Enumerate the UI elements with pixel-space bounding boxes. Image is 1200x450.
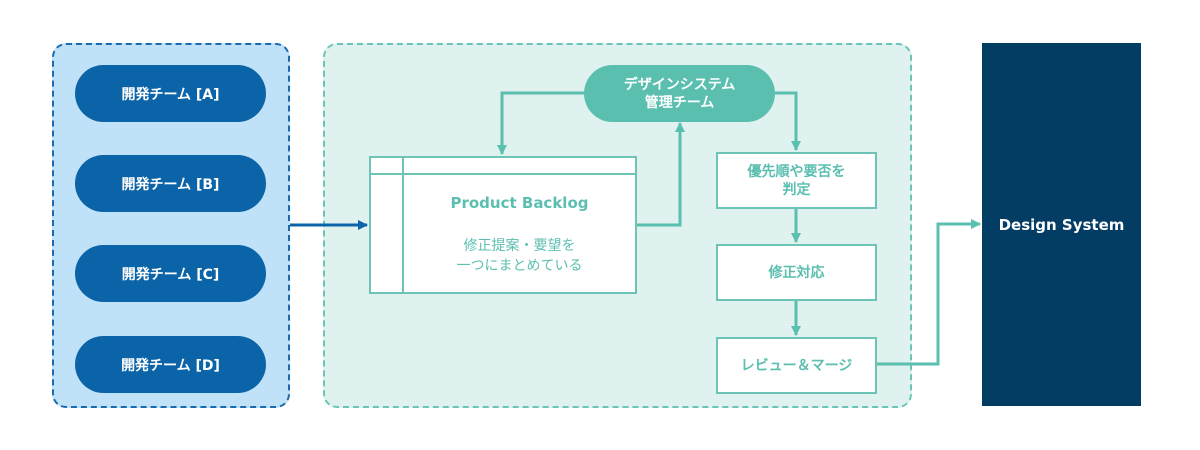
arrow-dsteam-to-backlog <box>497 91 584 155</box>
step-label: レビュー＆マージ <box>740 357 853 374</box>
dev-team-label: 開発チーム [D] <box>121 357 220 374</box>
arrow-backlog-to-dsteam <box>637 122 685 227</box>
backlog-header-divider <box>371 173 635 175</box>
product-backlog-node[interactable]: Product Backlog 修正提案・要望を 一つにまとめている <box>369 156 637 294</box>
dev-team-label: 開発チーム [A] <box>121 86 220 103</box>
step-prioritize[interactable]: 優先順や要否を 判定 <box>716 152 877 209</box>
dev-team-b[interactable]: 開発チーム [B] <box>75 155 266 212</box>
design-system-node[interactable]: Design System <box>982 43 1141 406</box>
dev-team-a[interactable]: 開発チーム [A] <box>75 65 266 122</box>
arrow-dsteam-to-prioritize <box>775 91 801 151</box>
step-label: 修正対応 <box>768 264 825 281</box>
backlog-title: Product Backlog <box>450 194 589 212</box>
dev-team-d[interactable]: 開発チーム [D] <box>75 336 266 393</box>
dev-team-c[interactable]: 開発チーム [C] <box>75 245 266 302</box>
design-system-team-label: デザインシステム 管理チーム <box>623 76 736 111</box>
arrow-review-to-design-system <box>877 219 981 366</box>
step-fix[interactable]: 修正対応 <box>716 244 877 301</box>
backlog-column-divider <box>402 158 404 292</box>
dev-team-label: 開発チーム [C] <box>121 266 220 283</box>
dev-team-label: 開発チーム [B] <box>121 176 220 193</box>
step-label: 優先順や要否を 判定 <box>747 163 846 198</box>
design-system-team-node[interactable]: デザインシステム 管理チーム <box>584 65 775 122</box>
step-review-merge[interactable]: レビュー＆マージ <box>716 337 877 394</box>
backlog-description: 修正提案・要望を 一つにまとめている <box>456 238 583 274</box>
design-system-label: Design System <box>998 215 1125 234</box>
